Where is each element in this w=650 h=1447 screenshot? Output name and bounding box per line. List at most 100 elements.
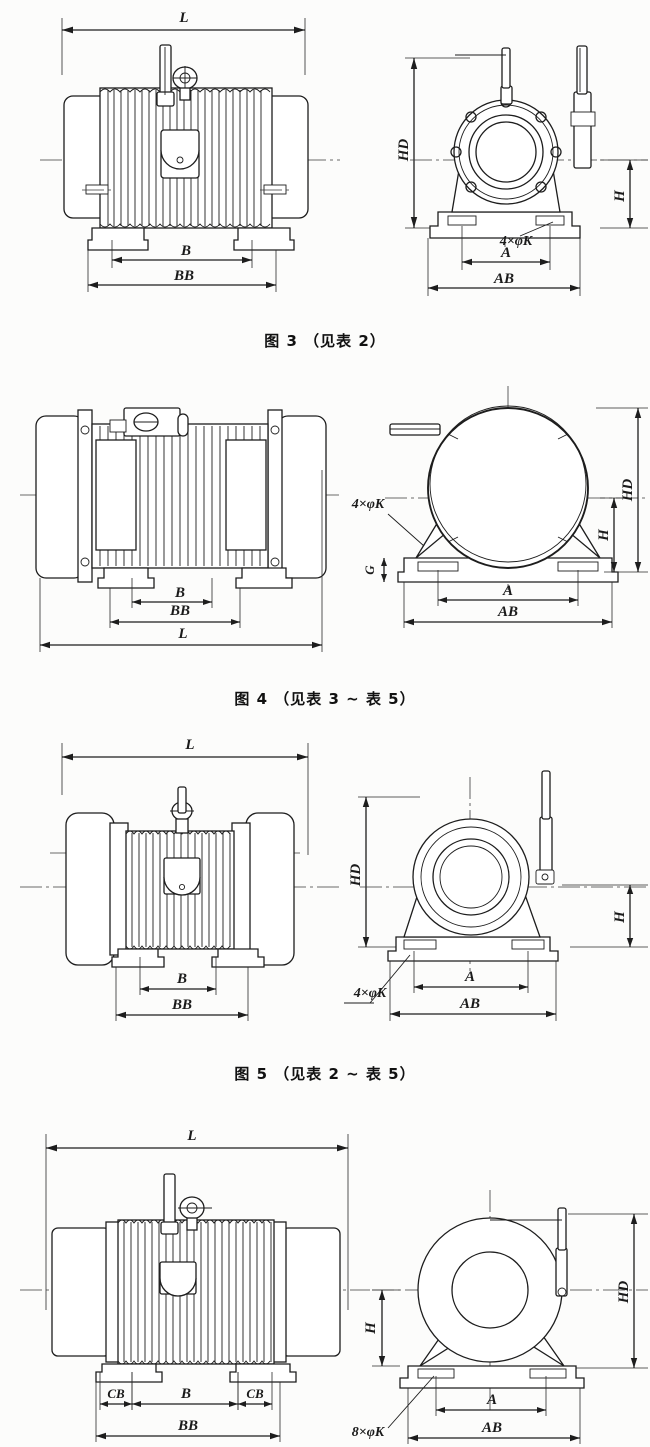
fin-bottom-profile [99, 223, 271, 228]
cooling-fins [123, 1222, 272, 1362]
flange-right [231, 822, 251, 956]
foot-left [87, 227, 149, 251]
dimension-AB: AB [427, 238, 581, 296]
conduit-stem [490, 1207, 568, 1297]
conduit-stem [535, 770, 555, 885]
terminal-box [109, 407, 181, 437]
dimension-H: H [363, 1289, 400, 1367]
dimension-label-BB: BB [173, 268, 194, 284]
lifting-eye-end [455, 47, 513, 105]
end-shield-left [65, 812, 115, 966]
dimension-BB: BB [109, 588, 241, 628]
note-4-phi-K: 4×φK [344, 954, 411, 1004]
terminal-box [160, 129, 200, 179]
end-shield-right [277, 415, 327, 579]
fig4-end-view: 4×φK G HD [351, 386, 648, 628]
dimension-AB: AB [389, 961, 557, 1021]
dimension-B: B [139, 957, 217, 995]
figure-6: L [0, 1110, 650, 1447]
foot-left [97, 567, 155, 589]
dimension-label-H: H [612, 189, 628, 203]
note-label-4phiK: 4×φK [351, 497, 386, 512]
bolt-slot-right [529, 1368, 567, 1379]
dimension-label-HD: HD [620, 479, 636, 503]
fin-bottom-profile [125, 945, 231, 950]
lifting-eye [177, 413, 189, 437]
foot-left [111, 948, 165, 968]
figure-5-caption: 图 5 （见表 2 ~ 表 5） [234, 1065, 416, 1083]
dimension-label-L: L [184, 737, 194, 753]
foot-right [235, 567, 293, 589]
figure-4-caption: 图 4 （见表 3 ~ 表 5） [234, 690, 416, 708]
bolt-slot-right [557, 561, 599, 572]
foot-left [95, 1363, 163, 1383]
dimension-label-H: H [612, 910, 628, 924]
bolt-slot-right [511, 939, 545, 950]
dimension-label-HD: HD [396, 139, 412, 163]
bolt-slot-left [417, 561, 459, 572]
dimension-label-B: B [176, 971, 187, 987]
housing-outer [427, 407, 589, 569]
lifting-eye [170, 786, 194, 834]
flange-left [109, 822, 129, 956]
flange-right [267, 409, 283, 583]
dimension-HD: HD [568, 1213, 648, 1369]
dimension-AB: AB [403, 582, 613, 628]
dimension-BB: BB [87, 250, 277, 292]
figure-5-canvas: L [0, 725, 650, 1045]
mount-pads [82, 184, 292, 195]
dimension-label-B: B [180, 1386, 191, 1402]
lifting-eye [178, 1196, 212, 1231]
note-label-4phiK: 4×φK [499, 234, 534, 249]
dimension-label-B: B [180, 243, 191, 259]
fig6-side-view: L [20, 1128, 370, 1442]
terminal-box [159, 1261, 197, 1297]
dimension-label-AB: AB [493, 271, 514, 287]
cable-conduit [160, 1173, 179, 1235]
bearing-flange [450, 96, 562, 205]
dimension-label-A: A [464, 969, 475, 985]
dimension-label-L: L [177, 626, 187, 642]
terminal-box [163, 857, 201, 896]
fig5-side-view: L [20, 737, 340, 1021]
dimension-label-G: G [362, 565, 377, 575]
dimension-A: A [413, 951, 529, 993]
dimension-label-BB: BB [177, 1418, 198, 1434]
bolt-slot-left [403, 939, 437, 950]
dimension-L: L [39, 470, 323, 652]
housing-inner-ring [429, 405, 587, 563]
note-8-phi-K: 8×φK [352, 1375, 435, 1440]
dimension-HD: HD [396, 57, 470, 229]
end-shield-left [35, 415, 85, 579]
end-shield-right [245, 812, 295, 966]
conduit-stub [389, 423, 441, 436]
dimension-label-BB: BB [171, 997, 192, 1013]
note-label-4phiK: 4×φK [353, 986, 388, 1001]
figure-3-canvas: L [0, 0, 650, 320]
dimension-HD: HD [596, 407, 648, 573]
dimension-label-HD: HD [348, 864, 364, 888]
shaft-bore [451, 1251, 529, 1329]
flange-left [77, 409, 93, 583]
note-label-8phiK: 8×φK [352, 1425, 386, 1440]
fig6-end-view: H HD [352, 1190, 648, 1444]
foot-right [233, 227, 295, 251]
figure-3: L [0, 0, 650, 320]
lifting-eye [172, 66, 198, 101]
figure-4-canvas: B BB L [0, 380, 650, 670]
figure-4: B BB L [0, 380, 650, 670]
dimension-H: H [600, 159, 648, 229]
dimension-L: L [61, 737, 309, 855]
dimension-A: A [461, 226, 551, 270]
dimension-BB: BB [95, 1382, 281, 1442]
dimension-H: H [562, 884, 648, 948]
dimension-label-L: L [186, 1128, 196, 1144]
dimension-label-CB-left: CB [107, 1386, 125, 1401]
foot-right [229, 1363, 297, 1383]
dimension-label-B: B [174, 585, 185, 601]
bolt-slot-left [447, 215, 477, 226]
dimension-label-CB-right: CB [246, 1386, 264, 1401]
fig3-side-view: L [40, 10, 340, 292]
fig3-end-view: HD H [396, 45, 648, 296]
